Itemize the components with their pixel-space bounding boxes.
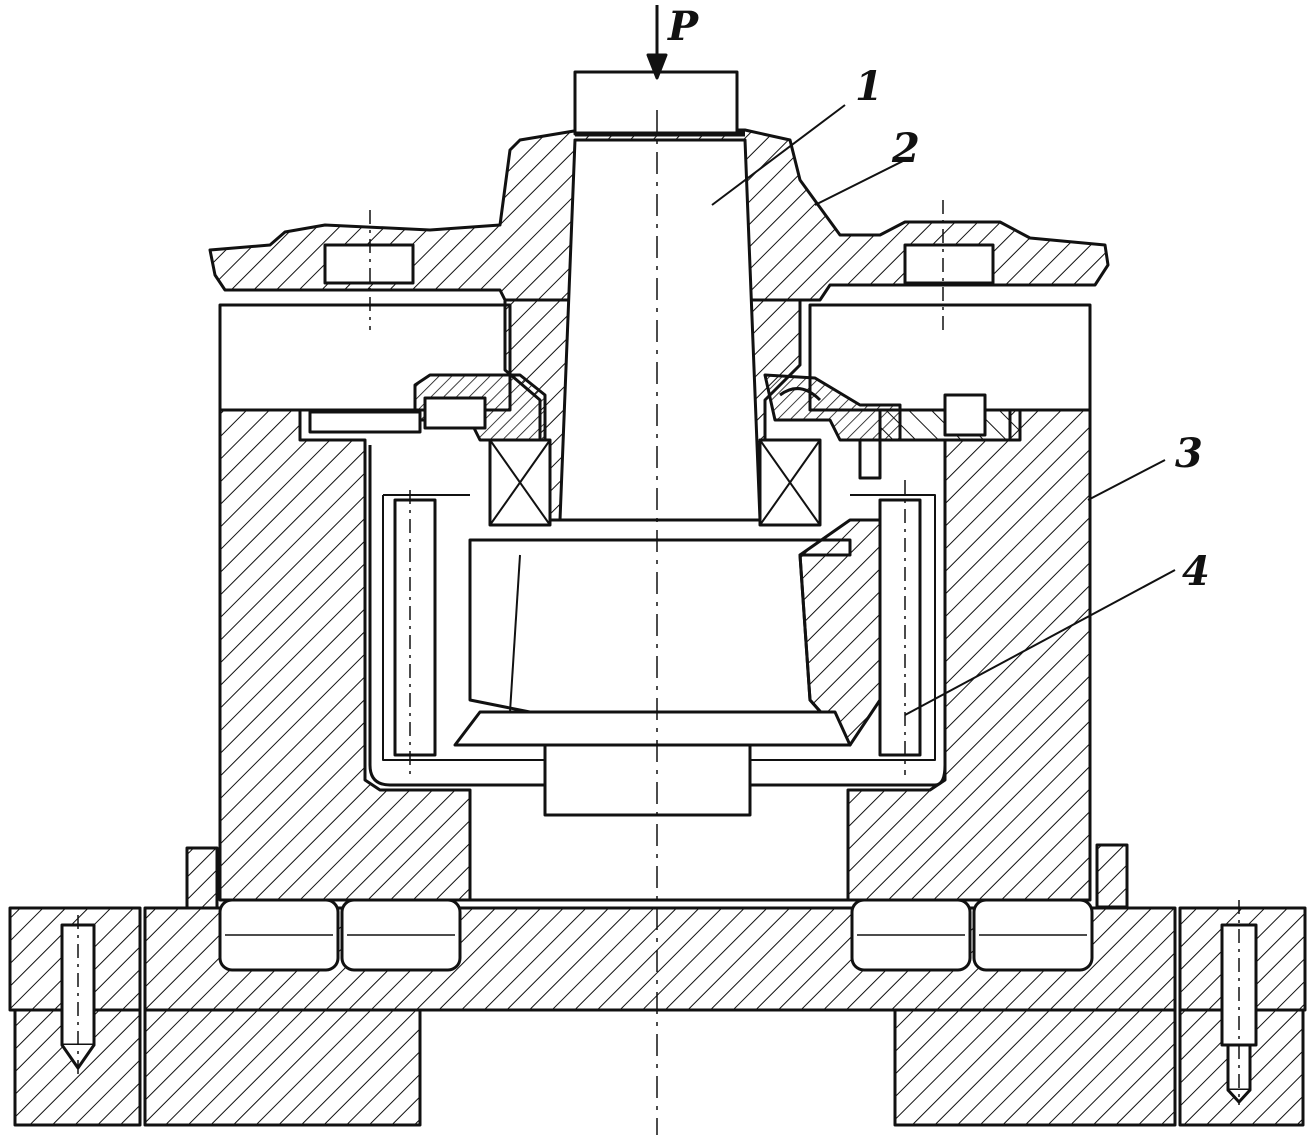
- bearing-left: [488, 438, 552, 527]
- anchor-bolt-right: [1220, 900, 1258, 1105]
- fitting-left: [308, 373, 547, 442]
- cup-4: [368, 445, 947, 787]
- side-clamp-right: [1095, 843, 1129, 909]
- inner-core: [453, 518, 882, 817]
- fitting-right: [763, 373, 1022, 480]
- label-3: 3: [1175, 430, 1203, 477]
- shaft-1: [558, 70, 762, 522]
- bearing-right: [758, 438, 822, 527]
- label-1: 1: [855, 63, 883, 110]
- leader-lines: [711, 104, 1176, 716]
- force-arrow: [646, 5, 668, 80]
- base-foundation: [13, 1008, 1305, 1127]
- anchor-bolt-left: [60, 915, 96, 1080]
- side-clamp-left: [185, 846, 219, 910]
- label-4: 4: [1182, 548, 1210, 595]
- label-force: P: [667, 3, 700, 50]
- label-2: 2: [891, 125, 920, 172]
